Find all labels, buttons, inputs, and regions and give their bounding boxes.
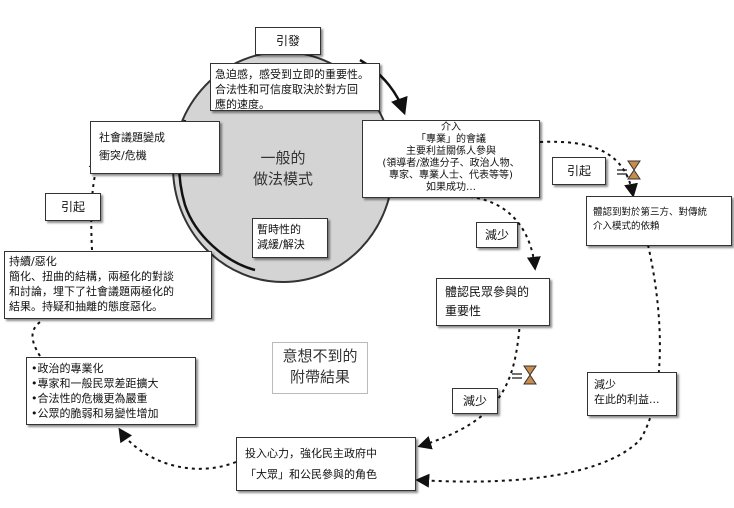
central-model-label: 一般的 做法模式 [228,148,338,190]
arrow-politicization-to-persistent [31,321,41,357]
reduce-top-text: 減少 [484,228,509,242]
hourglass-delay-icon-2 [512,365,537,385]
trigger-label-top: 引發 [255,27,321,55]
arrow-invest-to-politicization [118,427,237,470]
reduce-interest-line-1: 減少 [594,378,616,391]
arrow-experts-to-participation [469,196,541,271]
persistent-line-4: 結果。持疑和抽離的態度惡化。 [9,300,163,313]
central-label-line-1: 一般的 [260,149,306,167]
expert-line-6: 如果成功… [426,182,476,193]
expert-line-1: 介入 [441,122,461,133]
trigger-left-text: 引起 [60,200,85,214]
reliance-box: 體認到對於第三方、對傳統 介入模式的依賴 [586,196,732,246]
invest-line-1: 投入心力，強化民主政府中 [245,447,377,460]
invest-box: 投入心力，強化民主政府中 「大眾」和公民參與的角色 [236,437,416,491]
urgency-line-2: 合法性和可信度取決於對方回 [215,83,358,96]
politicization-box: •政治的專業化 •專家和一般民眾差距擴大 •合法性的危機更為嚴重 •公眾的脆弱和… [26,357,196,425]
temporary-relief-line-1: 暫時性的 [257,223,301,236]
persistent-line-2: 簡化、扭曲的結構，兩極化的對談 [9,270,174,283]
arrow-participation-to-invest [417,321,521,450]
hourglass-delay-icon [617,160,641,180]
invest-line-2: 「大眾」和公民參與的角色 [245,468,377,481]
reduce-interest-box: 減少 在此的利益... [587,372,677,416]
central-label-line-2: 做法模式 [252,170,313,188]
urgency-box: 急迫感，感受到立即的重要性。 合法性和可信度取決於對方回 應的速度。 [210,63,380,111]
persistent-line-1: 持續/惡化 [9,255,57,268]
urgency-line-3: 應的速度。 [215,98,270,111]
social-issue-box: 社會議題變成 衝突/危機 [90,121,220,174]
temporary-relief-box: 暫時性的 減緩/解決 [252,218,328,258]
unexpected-result-box: 意想不到的 附帶結果 [272,342,368,394]
trigger-label-right: 引起 [552,157,606,185]
expert-intervention-box: 介入 「專業」的會議 主要利益關係人參與 (領導者/激進分子、政治人物、 專家、… [362,120,540,198]
expert-line-3: 主要利益關係人參與 [406,146,496,157]
expert-line-2: 「專業」的會議 [416,134,486,145]
public-participation-box: 體認民眾參與的 重要性 [436,278,550,326]
reduce-mid-text: 減少 [462,394,487,408]
reliance-line-1: 體認到對於第三方、對傳統 [593,207,708,218]
arrow-experts-to-reliance [539,140,638,198]
reduce-label-top: 減少 [476,222,518,248]
social-issue-line-1: 社會議題變成 [99,131,165,144]
expert-line-4: (領導者/激進分子、政治人物、 [382,158,520,169]
politicization-item-4: •公眾的脆弱和易變性增加 [31,407,159,420]
social-issue-line-2: 衝突/危機 [99,149,147,162]
participation-line-2: 重要性 [445,304,482,318]
unexpected-line-2: 附帶結果 [289,368,350,386]
temporary-relief-line-2: 減緩/解決 [257,238,305,251]
politicization-item-1: •政治的專業化 [31,362,104,375]
reduce-interest-line-2: 在此的利益... [594,393,660,406]
arrow-reliance-to-invest [415,244,661,488]
unexpected-line-1: 意想不到的 [282,347,358,365]
trigger-label-left: 引起 [45,193,101,221]
reliance-line-2: 介入模式的依賴 [593,221,660,232]
trigger-right-text: 引起 [566,164,591,178]
urgency-line-1: 急迫感，感受到立即的重要性。 [215,68,369,81]
politicization-item-2: •專家和一般民眾差距擴大 [31,377,159,390]
expert-line-5: 專家、專業人士、代表等等) [389,170,513,181]
participation-line-1: 體認民眾參與的 [445,285,530,299]
persistent-line-3: 和討論，埋下了社會議題兩極化的 [9,285,174,298]
persistent-box: 持續/惡化 簡化、扭曲的結構，兩極化的對談 和討論，埋下了社會議題兩極化的 結果… [4,251,212,319]
reduce-label-mid: 減少 [452,388,498,414]
trigger-top-text: 引發 [275,34,300,48]
politicization-item-3: •合法性的危機更為嚴重 [31,392,148,405]
